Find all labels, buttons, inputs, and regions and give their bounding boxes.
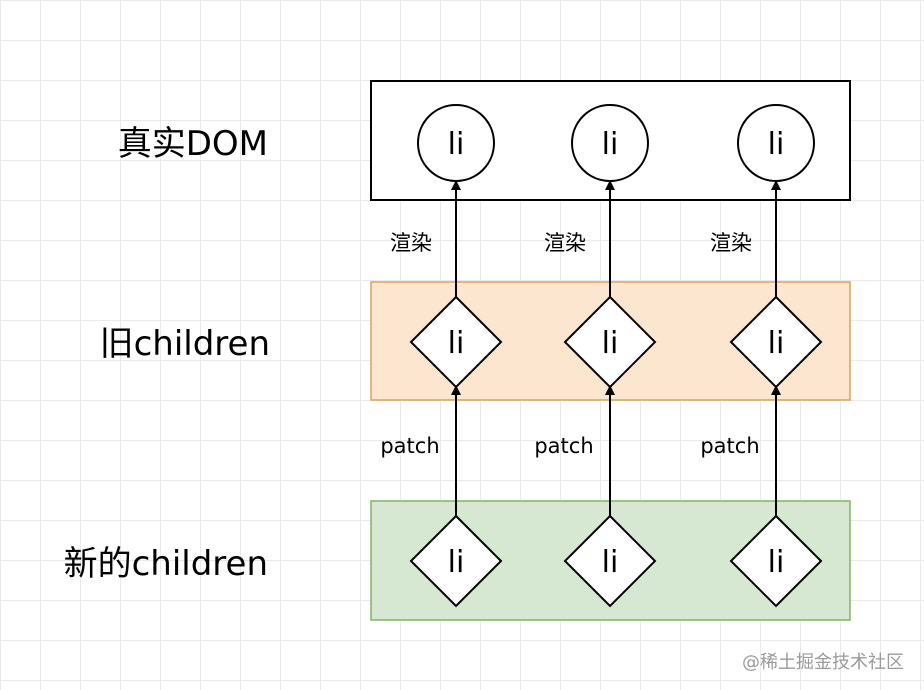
render-label-3: 渲染	[710, 231, 752, 255]
old-node-diamond-2	[563, 295, 657, 389]
new-node-diamond-3	[729, 514, 823, 608]
new-node-label-2: li	[602, 545, 619, 580]
dom-node-label-3: li	[768, 127, 785, 162]
new-node-diamond-1	[409, 514, 503, 608]
watermark-text: @稀土掘金技术社区	[742, 652, 904, 673]
dom-node-circle-3	[737, 104, 815, 182]
patch-label-2: patch	[534, 434, 593, 458]
row-label-real-dom: 真实DOM	[118, 124, 268, 164]
old-node-label-3: li	[768, 326, 785, 361]
new-node-diamond-2	[563, 514, 657, 608]
render-label-1: 渲染	[390, 231, 432, 255]
new-node-label-3: li	[768, 545, 785, 580]
old-node-label-2: li	[602, 326, 619, 361]
row-label-old-children: 旧children	[100, 324, 270, 364]
dom-node-label-1: li	[448, 127, 465, 162]
dom-node-circle-1	[417, 104, 495, 182]
patch-label-1: patch	[380, 434, 439, 458]
old-node-label-1: li	[448, 326, 465, 361]
old-node-diamond-3	[729, 295, 823, 389]
dom-node-label-2: li	[602, 127, 619, 162]
new-node-label-1: li	[448, 545, 465, 580]
dom-node-circle-2	[571, 104, 649, 182]
render-label-2: 渲染	[544, 231, 586, 255]
patch-label-3: patch	[700, 434, 759, 458]
row-label-new-children: 新的children	[64, 544, 268, 584]
old-node-diamond-1	[409, 295, 503, 389]
